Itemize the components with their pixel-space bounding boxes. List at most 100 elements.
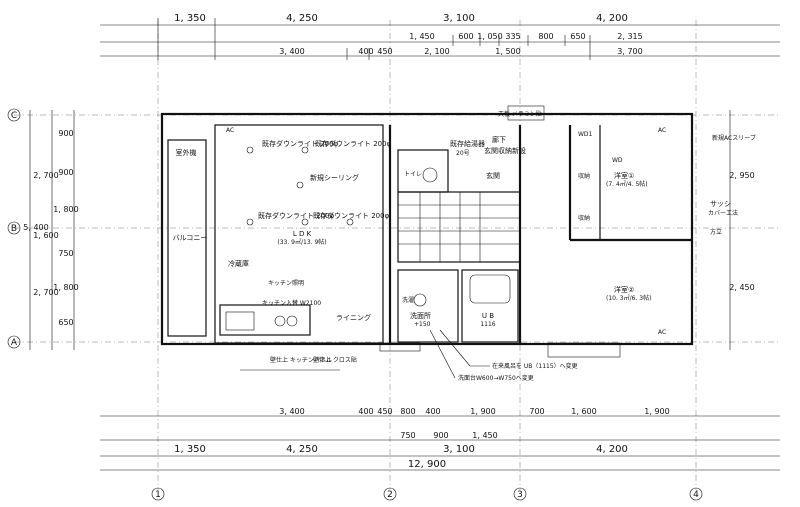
room2-label: 洋室② [614, 285, 634, 294]
washroom-height: +150 [414, 321, 431, 328]
top-dim-r3-1: 3, 400 [279, 47, 304, 56]
sash-label: サッシ [710, 200, 731, 208]
right-dim-1: 2, 950 [729, 171, 754, 180]
top-dim-3: 3, 100 [443, 13, 475, 24]
right-dim-2: 2, 450 [729, 283, 754, 292]
ub-size: 1116 [480, 321, 495, 328]
walls [160, 105, 694, 358]
bottom-dim-r2-2: 900 [433, 431, 448, 440]
toilet-bowl [422, 167, 438, 183]
balcony-label: バルコニー [173, 234, 208, 242]
closet2-label: 収納 [578, 214, 590, 222]
left-dim-c2-2: 1, 600 [33, 231, 58, 240]
water-heater-size: 20号 [456, 150, 470, 157]
bottom-dim-r1-1: 3, 400 [279, 407, 304, 416]
bottom-dim-r1-8: 1, 600 [571, 407, 596, 416]
panel-right-note: 壁仕上 クロス貼 [313, 356, 357, 364]
downlight-marker-5 [346, 218, 354, 226]
axis-label-b: B [11, 224, 17, 234]
room1-label: 洋室① [614, 171, 634, 180]
left-dim-c1-6: 650 [58, 318, 73, 327]
left-dim-c2-3: 2, 700 [33, 288, 58, 297]
top-dim-1: 1, 350 [174, 13, 206, 24]
bottom-dim-r1-5: 400 [425, 407, 440, 416]
left-dim-c1-4: 750 [58, 249, 73, 258]
new-ac-label: 新規ACスリーブ [712, 134, 756, 142]
axis-label-4: 4 [693, 490, 699, 500]
left-dim-c2-1: 2, 700 [33, 171, 58, 180]
left-dim-total: 5, 400 [23, 223, 48, 232]
axis-markers: C B A 1 2 3 4 [7, 108, 703, 501]
fridge-label: 冷蔵庫 [228, 259, 249, 268]
top-dim-r3-4: 2, 100 [424, 47, 449, 56]
downlight-marker-4 [301, 218, 309, 226]
closet1-label: 収納 [578, 172, 590, 180]
left-dim-c1-1: 900 [58, 129, 73, 138]
ub-change-note: 在来風呂を UB（1115）へ変更 [492, 362, 578, 370]
bottom-dim-r2-1: 750 [400, 431, 415, 440]
ub-label: U B [482, 312, 494, 320]
bottom-dim-r1-9: 1, 900 [644, 407, 669, 416]
bottom-dim-r1-6: 1, 900 [470, 407, 495, 416]
room2-area: (10. 3㎡/6. 3帖) [606, 294, 651, 302]
left-dim-c1-2: 900 [58, 168, 73, 177]
bottom-dim-r2-3: 1, 450 [472, 431, 497, 440]
kitchen-light-label: キッチン照明 [268, 280, 304, 287]
downlight-marker-3 [246, 218, 254, 226]
bottom-dim-r1-2: 400 [358, 407, 373, 416]
bathtub [469, 274, 511, 304]
ac-label-2: AC [658, 127, 666, 134]
top-dim-r2-1: 1, 450 [409, 32, 434, 41]
ceiling-light-label: 新規シーリング [310, 173, 359, 182]
top-dim-r3-3: 450 [377, 47, 392, 56]
top-dim-r3-6: 3, 700 [617, 47, 642, 56]
ldk-area: (33. 9㎡/13. 9帖) [277, 238, 326, 246]
downlight-marker-2 [301, 146, 309, 154]
washroom-label: 洗面所 [410, 311, 431, 320]
left-dim-c1-5: 1, 800 [53, 283, 78, 292]
dining-label: ライニング [336, 313, 371, 322]
axis-label-3: 3 [517, 490, 523, 500]
wash-label: 洗濯 [402, 296, 414, 304]
downlight-label-1: 既存ダウンライト 200φ [262, 139, 339, 148]
left-dimensions: 900 900 1, 800 750 1, 800 650 2, 700 1, … [23, 110, 79, 350]
room-labels: 室外機 バルコニー 既存ダウンライト 200φ 既存ダウンライト 200φ 新規… [173, 110, 756, 336]
room1-area: (7. 4㎡/4. 5帖) [606, 180, 648, 188]
ldk-label: L D K [293, 230, 312, 238]
bottom-dim-r1-3: 450 [377, 407, 392, 416]
top-dim-r2-3: 1, 050 [477, 32, 502, 41]
bottom-dim-r3-4: 4, 200 [596, 444, 628, 455]
top-dim-r2-5: 800 [538, 32, 553, 41]
axis-label-a: A [11, 338, 18, 348]
bottom-dim-r3-1: 1, 350 [174, 444, 206, 455]
water-heater-label: 既存給湯器 [450, 139, 485, 148]
top-dimensions: 1, 350 4, 250 3, 100 4, 200 1, 450 600 1… [100, 13, 780, 60]
panel-left-note: 壁仕上 キッチンパネル [270, 356, 332, 364]
grid-lines [14, 20, 780, 490]
downlight-label-2: 既存ダウンライト 200φ [315, 139, 392, 148]
toilet-label: トイレ [404, 171, 422, 178]
top-dim-2: 4, 250 [286, 13, 318, 24]
top-dim-r2-2: 600 [458, 32, 473, 41]
ac-label-3: AC [658, 329, 666, 336]
bottom-dim-r1-7: 700 [529, 407, 544, 416]
wd-label: WD [612, 157, 623, 164]
top-board-label: 天板 メラミン貼 [498, 110, 542, 118]
basin-change-note: 洗面台W600→W750へ変更 [458, 374, 534, 382]
notes: 在来風呂を UB（1115）へ変更 洗面台W600→W750へ変更 壁仕上 キッ… [240, 329, 578, 382]
left-dim-c1-3: 1, 800 [53, 205, 78, 214]
top-dim-r3-2: 400 [358, 47, 373, 56]
ceiling-light-marker [296, 181, 304, 189]
bottom-dimensions: 3, 400 400 450 800 400 1, 900 700 1, 600… [100, 407, 780, 471]
kitchen-replace-label: キッチン入替 W2100 [262, 299, 321, 307]
bottom-dim-r3-2: 4, 250 [286, 444, 318, 455]
top-dim-4: 4, 200 [596, 13, 628, 24]
entrance-storage-label: 玄関収納新設 [484, 146, 526, 155]
downlight-label-3: 既存ダウンライト 200φ [258, 211, 335, 220]
top-dim-r2-4: 335 [505, 32, 520, 41]
top-dim-r2-6: 650 [570, 32, 585, 41]
fittings-label: 方立 [710, 228, 722, 236]
bottom-dim-r3-3: 3, 100 [443, 444, 475, 455]
axis-label-2: 2 [387, 490, 393, 500]
